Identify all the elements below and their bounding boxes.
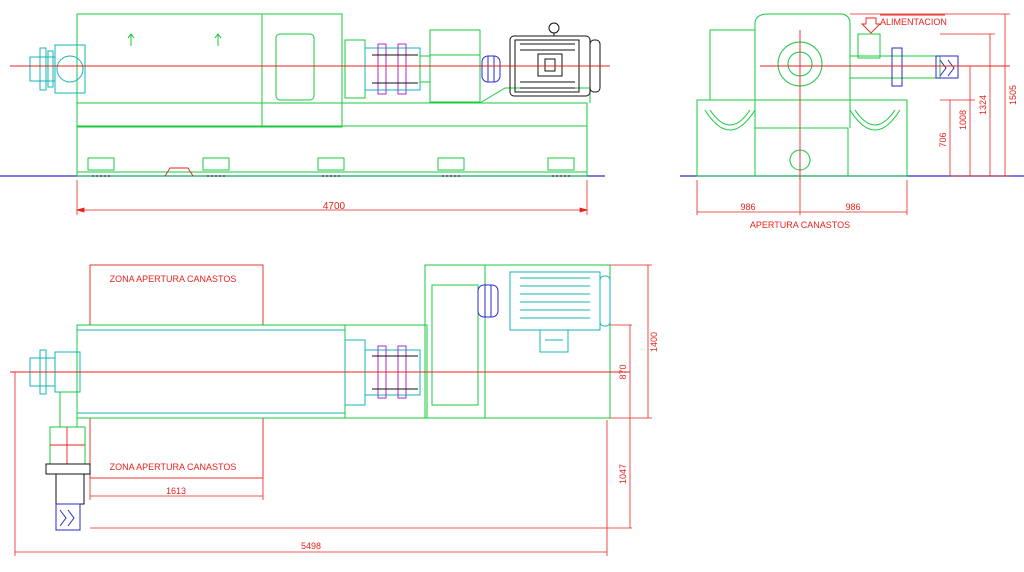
dim-5498: 5498 [301, 541, 321, 551]
feed-arrow-icon [860, 17, 882, 34]
side-elevation-view: ALIMENTACION 986 986 APERTURA CANASTOS 7… [680, 13, 1024, 230]
dim-length-label: 4700 [323, 201, 346, 212]
dim-1613: 1613 [166, 486, 186, 496]
plan-vertical-dimensions [90, 264, 652, 529]
dim-1505: 1505 [1008, 85, 1018, 105]
dimension-1613 [89, 478, 264, 500]
electric-motor-front [479, 22, 601, 104]
electric-motor-plan [509, 271, 611, 353]
zone-label-top: ZONA APERTURA CANASTOS [110, 274, 237, 284]
motor-coupling [481, 55, 501, 83]
dimension-4700 [75, 180, 589, 215]
inlet-flange [29, 44, 86, 94]
dim-1324: 1324 [978, 95, 988, 115]
inspection-door [275, 33, 315, 101]
plan-coupling [344, 339, 421, 406]
base-frame [76, 102, 588, 177]
dim-1400: 1400 [649, 332, 659, 352]
dim-986-right: 986 [845, 202, 860, 212]
drum-housing [76, 13, 343, 128]
front-elevation-view: 4700 [0, 13, 610, 215]
zone-label-bottom: ZONA APERTURA CANASTOS [110, 462, 237, 472]
feed-label: ALIMENTACION [880, 17, 947, 27]
side-caption: APERTURA CANASTOS [750, 220, 850, 230]
dim-986-left: 986 [740, 202, 755, 212]
dim-706: 706 [938, 132, 948, 147]
dimension-986-pair [696, 180, 908, 215]
side-base [696, 99, 908, 177]
plan-feeder [45, 391, 91, 531]
plan-view: ZONA APERTURA CANASTOS ZONA APERTURA CAN… [10, 264, 659, 556]
dimension-verticals [850, 13, 1010, 177]
dim-870: 870 [618, 364, 628, 379]
base-feet [87, 157, 575, 177]
dim-1047: 1047 [618, 464, 628, 484]
plan-body [76, 324, 428, 419]
coupling-assembly [344, 39, 431, 99]
feed-pipe [849, 33, 959, 87]
side-housing [754, 13, 851, 128]
dim-1008: 1008 [958, 110, 968, 130]
dimension-5498 [14, 372, 608, 556]
